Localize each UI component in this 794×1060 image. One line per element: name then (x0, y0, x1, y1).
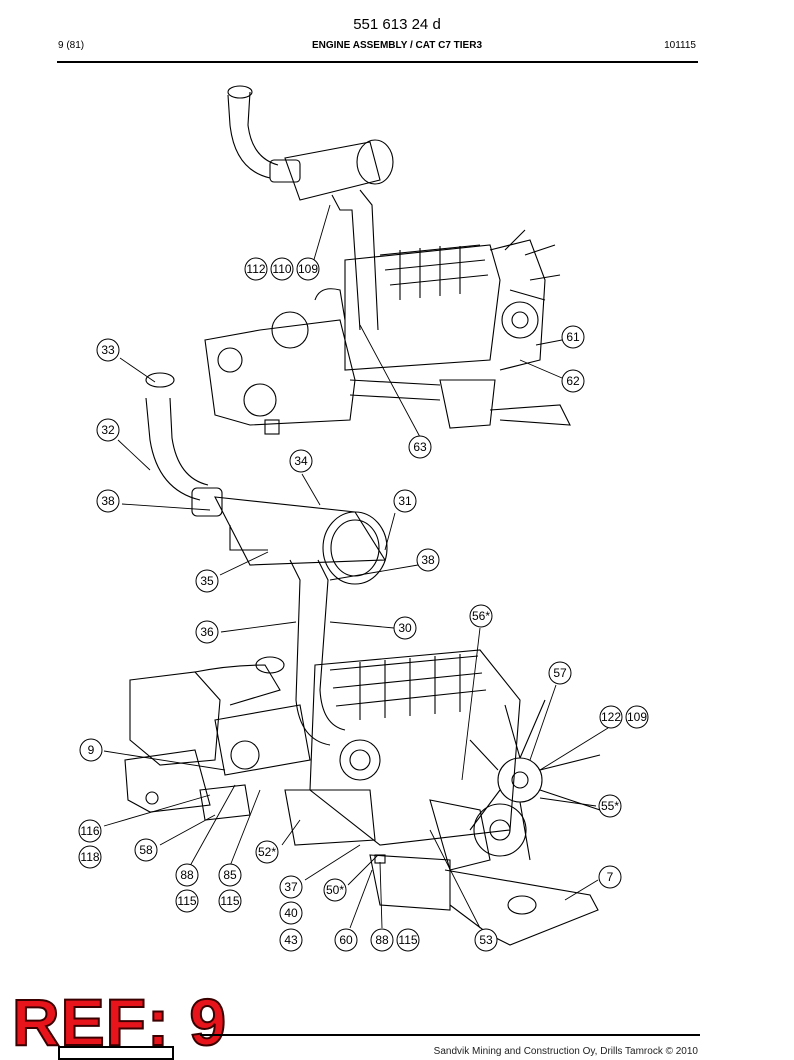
part-callouts: 112 110 109 61 62 63 33 32 34 38 31 38 3… (78, 257, 649, 952)
svg-text:52*: 52* (258, 845, 276, 859)
callout-62: 62 (561, 369, 585, 393)
document-number: 551 613 24 d (353, 16, 441, 33)
callout-43: 43 (279, 928, 303, 952)
svg-text:115: 115 (177, 894, 196, 908)
page-number: 9 (81) (58, 40, 85, 51)
svg-text:33: 33 (101, 343, 115, 357)
callout-33: 33 (96, 338, 120, 362)
header-rule (57, 61, 698, 63)
svg-text:88: 88 (180, 868, 194, 882)
callout-88: 88 (370, 928, 394, 952)
callout-55: 55* (598, 794, 622, 818)
section-title: ENGINE ASSEMBLY / CAT C7 TIER3 (311, 40, 483, 51)
callout-7: 7 (598, 865, 622, 889)
svg-text:62: 62 (566, 374, 580, 388)
callout-50: 50* (323, 878, 347, 902)
svg-text:55*: 55* (601, 799, 619, 813)
svg-text:63: 63 (413, 440, 427, 454)
svg-text:110: 110 (272, 262, 291, 276)
svg-text:38: 38 (101, 494, 115, 508)
callout-115: 115 (218, 889, 242, 913)
callout-85: 85 (218, 863, 242, 887)
svg-text:109: 109 (298, 262, 318, 276)
callout-109: 109 (625, 705, 649, 729)
svg-text:88: 88 (375, 933, 389, 947)
svg-text:30: 30 (398, 621, 412, 635)
callout-110: 110 (270, 257, 294, 281)
svg-text:58: 58 (139, 843, 153, 857)
callout-52: 52* (255, 840, 279, 864)
callout-31: 31 (393, 489, 417, 513)
leader-lines (103, 204, 609, 929)
callout-118: 118 (78, 845, 102, 869)
callout-56: 56* (469, 604, 493, 628)
callout-30: 30 (393, 616, 417, 640)
svg-text:35: 35 (200, 574, 214, 588)
svg-text:115: 115 (220, 894, 239, 908)
callout-112: 112 (244, 257, 268, 281)
callout-35: 35 (195, 569, 219, 593)
revision-code: 101115 (664, 40, 696, 51)
svg-text:9: 9 (88, 743, 95, 757)
lower-engine-assembly (124, 372, 601, 946)
svg-text:37: 37 (284, 880, 298, 894)
callout-37: 37 (279, 875, 303, 899)
callout-58: 58 (134, 838, 158, 862)
sandvik-logo (58, 1046, 174, 1060)
callout-60: 60 (334, 928, 358, 952)
callout-38: 38 (416, 548, 440, 572)
svg-text:38: 38 (421, 553, 435, 567)
upper-engine-assembly (204, 85, 571, 435)
svg-text:32: 32 (101, 423, 115, 437)
callout-63: 63 (408, 435, 432, 459)
svg-text:34: 34 (294, 454, 308, 468)
svg-text:53: 53 (479, 933, 493, 947)
callout-61: 61 (561, 325, 585, 349)
svg-text:112: 112 (246, 262, 265, 276)
svg-text:50*: 50* (326, 883, 344, 897)
svg-text:57: 57 (553, 666, 567, 680)
callout-115: 115 (396, 928, 420, 952)
callout-40: 40 (279, 901, 303, 925)
svg-text:109: 109 (627, 710, 647, 724)
svg-text:85: 85 (223, 868, 237, 882)
svg-text:56*: 56* (472, 609, 490, 623)
callout-53: 53 (474, 928, 498, 952)
copyright-text: Sandvik Mining and Construction Oy, Dril… (433, 1046, 698, 1057)
callout-36: 36 (195, 620, 219, 644)
svg-text:31: 31 (398, 494, 412, 508)
callout-32: 32 (96, 418, 120, 442)
callout-34: 34 (289, 449, 313, 473)
callout-9: 9 (79, 738, 103, 762)
callout-88: 88 (175, 863, 199, 887)
callout-116: 116 (78, 819, 102, 843)
svg-text:40: 40 (284, 906, 298, 920)
svg-text:60: 60 (339, 933, 353, 947)
footer-rule (200, 1034, 700, 1036)
callout-109: 109 (296, 257, 320, 281)
callout-122: 122 (599, 705, 623, 729)
svg-text:116: 116 (80, 824, 99, 838)
svg-text:122: 122 (601, 710, 621, 724)
svg-text:7: 7 (607, 870, 614, 884)
callout-57: 57 (548, 661, 572, 685)
svg-text:115: 115 (398, 933, 417, 947)
callout-38: 38 (96, 489, 120, 513)
svg-text:61: 61 (566, 330, 580, 344)
svg-text:118: 118 (80, 850, 99, 864)
svg-text:43: 43 (284, 933, 298, 947)
svg-text:36: 36 (200, 625, 214, 639)
callout-115: 115 (175, 889, 199, 913)
